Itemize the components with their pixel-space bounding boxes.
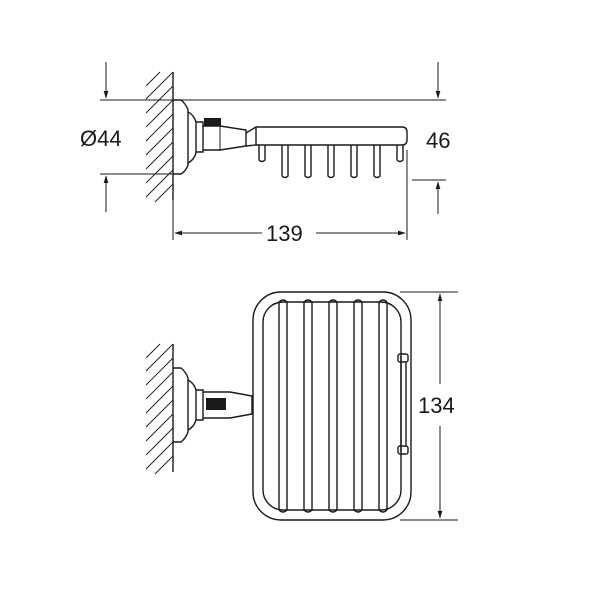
wall-hatch-bottom (145, 343, 174, 475)
wall-hatch-top (145, 71, 174, 203)
width-dimension: 134 (400, 291, 458, 521)
front-view: 134 (145, 291, 458, 521)
length-dimension: 139 (172, 150, 408, 246)
basket-side-rail (397, 353, 409, 455)
diameter-label: Ø44 (80, 126, 122, 151)
basket-slats (278, 299, 388, 513)
rosette-side (173, 99, 247, 175)
length-label: 139 (266, 221, 303, 246)
rosette-front (173, 367, 253, 443)
basket-front (252, 291, 412, 521)
basket-tines (258, 145, 404, 179)
diameter-dimension: Ø44 (80, 62, 446, 212)
brand-logo-icon (206, 398, 226, 410)
side-view: Ø44 46 139 (80, 62, 450, 246)
height-label: 46 (426, 128, 450, 153)
width-label: 134 (418, 393, 455, 418)
basket-side (245, 126, 408, 179)
height-dimension: 46 (412, 62, 450, 214)
